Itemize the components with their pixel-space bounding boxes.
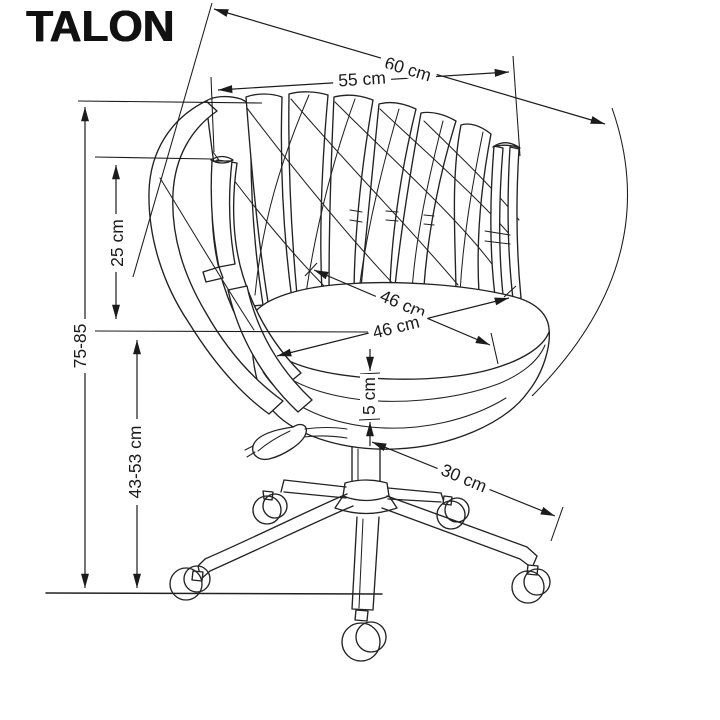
extension-tick	[550, 506, 564, 542]
extension-tick	[304, 262, 318, 277]
dim-label-cushion-thickness: 5 cm	[359, 374, 379, 418]
dim-label-base-arm: 30 cm	[434, 458, 494, 498]
right-armrest	[484, 142, 522, 300]
armrest-post	[210, 160, 236, 268]
caster-wheel	[511, 570, 545, 604]
extension-line	[94, 156, 213, 160]
caster-wheel	[252, 495, 282, 525]
svg-text:5 cm: 5 cm	[359, 377, 379, 415]
svg-text:30 cm: 30 cm	[438, 460, 490, 497]
lever-paddle	[252, 423, 308, 461]
armrest-bracket	[202, 266, 224, 283]
svg-text:25 cm: 25 cm	[107, 219, 127, 267]
svg-text:55 cm: 55 cm	[338, 68, 387, 91]
gas-lift-column	[334, 446, 398, 515]
chair-backrest	[205, 91, 520, 308]
chair-drawing	[45, 91, 551, 662]
product-title: TALON	[26, 2, 175, 51]
left-armrest	[148, 100, 313, 415]
extension-tick	[359, 372, 381, 375]
extension-line	[531, 107, 628, 397]
dim-label-backrest-width: 55 cm	[332, 68, 392, 91]
extension-tick	[358, 418, 381, 421]
dimension-annotations: 60 cm 55 cm 25 cm 75-85 43-53 cm 46 cm	[70, 2, 628, 588]
caster-wheel	[262, 493, 288, 519]
caster-wheel	[183, 565, 211, 593]
dim-label-total-height: 75-85	[70, 319, 90, 373]
dim-label-backrest-height: 25 cm	[107, 214, 127, 272]
caster-wheel	[355, 621, 387, 653]
chair-base	[169, 479, 551, 662]
svg-text:75-85: 75-85	[70, 324, 90, 369]
extension-line	[512, 55, 521, 157]
extension-tick	[503, 285, 517, 298]
svg-text:43-53 cm: 43-53 cm	[125, 426, 145, 499]
caster-wheel	[169, 567, 203, 601]
dim-label-seat-height: 43-53 cm	[125, 419, 145, 505]
extension-line	[210, 76, 215, 153]
extension-line	[132, 2, 213, 278]
floor-line	[45, 592, 383, 595]
caster-wheel	[523, 568, 551, 596]
caster-wheel	[341, 622, 381, 662]
height-adjust-lever	[244, 423, 348, 461]
